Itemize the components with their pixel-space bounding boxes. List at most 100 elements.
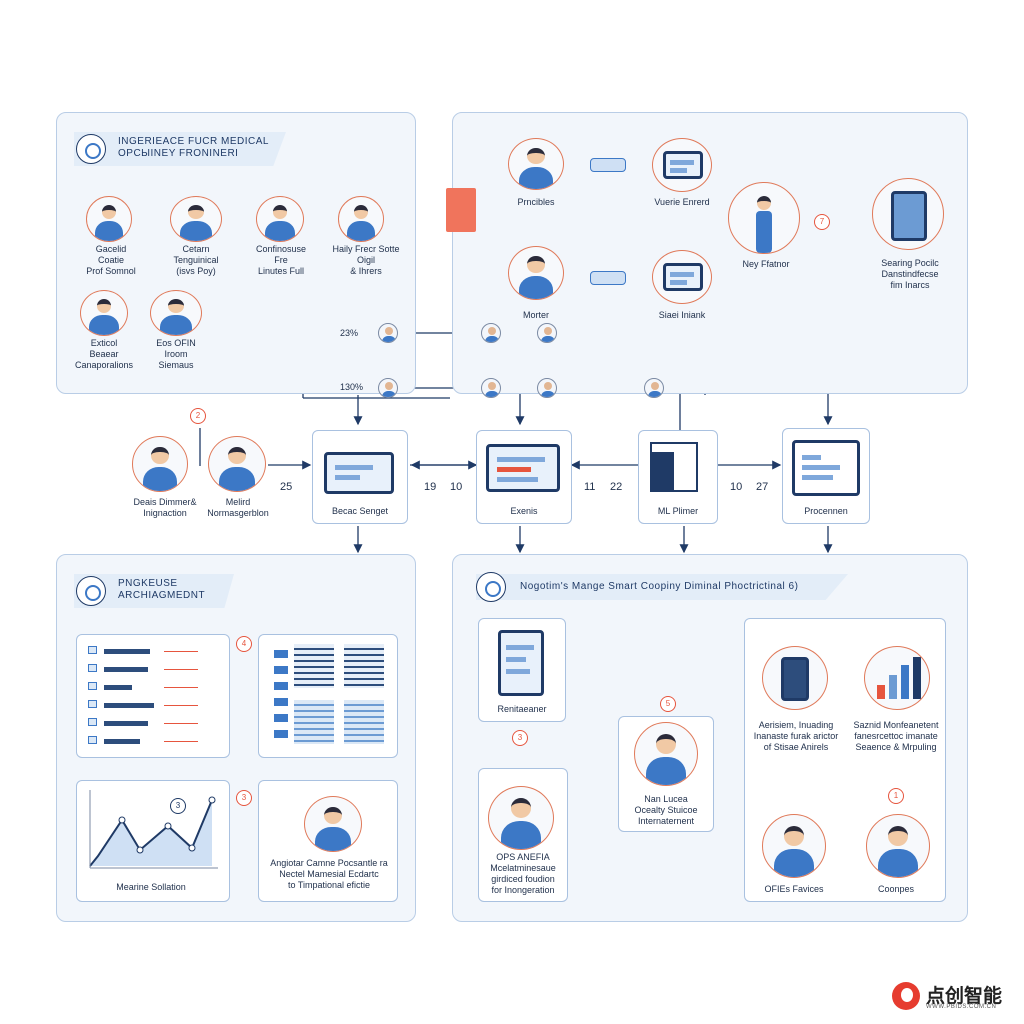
connector-node <box>590 271 626 285</box>
screen-icon <box>324 452 394 494</box>
form-row <box>104 739 140 744</box>
person-label: Cetarn Tenguinical (isvs Poy) <box>173 244 219 276</box>
step-number: 25 <box>280 481 293 493</box>
person-icon <box>132 436 188 492</box>
person-icon <box>208 436 266 492</box>
watermark-name: 点创智能 <box>926 986 1003 1007</box>
form-connector <box>164 651 198 652</box>
person-icon <box>634 722 698 786</box>
medical-badge-icon <box>76 134 106 164</box>
person-icon <box>304 796 362 852</box>
person-icon <box>728 182 800 254</box>
avatar-icon <box>481 378 501 398</box>
form-row <box>104 703 154 708</box>
person-label: Eos OFIN Iroom Siemaus <box>156 338 196 370</box>
checklist-column <box>274 646 288 746</box>
node-label: Renitaeaner <box>497 704 547 714</box>
step-number: 19 <box>424 481 437 493</box>
node-label: Becac Senget <box>331 506 389 516</box>
person-icon <box>508 246 564 300</box>
checklist-block <box>344 700 384 744</box>
step-marker: 4 <box>236 636 252 652</box>
node-label: Procennen <box>804 506 848 516</box>
form-field-icon <box>88 736 97 744</box>
watermark-url: WWW.PBIDS.COM.CN <box>926 1004 997 1010</box>
percentage-label: 130% <box>340 382 364 392</box>
step-marker: 7 <box>814 214 830 230</box>
person-label: Ney Ffatnor <box>742 259 790 269</box>
avatar-icon <box>644 378 664 398</box>
device-label: Searing Pocilc Danstindfecse fim Inarcs <box>881 258 939 290</box>
watermark: 点创智能 WWW.PBIDS.COM.CN <box>892 980 1010 1014</box>
smart-company-badge-icon <box>476 572 506 602</box>
step-number: 27 <box>756 481 769 493</box>
device-label: Siaei Iniank <box>658 310 706 320</box>
form-connector <box>164 669 198 670</box>
form-field-icon <box>88 700 97 708</box>
chart-card-label: Mearine Sollation <box>116 882 186 892</box>
step-number: 10 <box>730 481 743 493</box>
person-icon <box>338 196 384 242</box>
person-icon <box>256 196 304 242</box>
device-label: Vuerie Enrerd <box>654 197 710 207</box>
form-field-icon <box>88 718 97 726</box>
form-connector <box>164 741 198 742</box>
person-icon <box>86 196 132 242</box>
form-row <box>104 685 132 690</box>
result-label: Aerisiem, Inuading Inanaste furak aricto… <box>753 720 839 752</box>
panel-title-medical: INGERIEACE FUCR MEDICAL OPCЫINEY FRONINE… <box>74 132 286 166</box>
step-number: 22 <box>610 481 623 493</box>
screen-icon <box>486 444 560 492</box>
form-connector <box>164 705 198 706</box>
person-label: OFIEs Favices <box>764 884 824 894</box>
avatar-icon <box>481 323 501 343</box>
form-field-icon <box>88 664 97 672</box>
form-row <box>104 667 148 672</box>
progress-icon <box>378 378 398 398</box>
management-badge-icon <box>76 576 106 606</box>
person-icon <box>170 196 222 242</box>
person-label: Melird Normasgerblon <box>207 497 269 518</box>
checklist-block <box>344 644 384 688</box>
step-marker: 3 <box>170 798 186 814</box>
person-icon <box>762 814 826 878</box>
person-label: Confinosuse Fre Linutes Full <box>255 244 307 276</box>
person-label: Haily Frecr Sotte Oigil & Ihrers <box>332 244 400 276</box>
checklist-block <box>294 700 334 744</box>
device-monitor-icon <box>652 138 712 192</box>
progress-icon <box>378 323 398 343</box>
node-label: Exenis <box>510 506 538 516</box>
person-label: Gacelid Coatie Prof Somnol <box>86 244 136 276</box>
person-label: Deais Dimmer& Inignaction <box>133 497 197 518</box>
server-icon <box>762 646 828 710</box>
device-station-icon <box>872 178 944 250</box>
tablet-icon <box>498 630 544 696</box>
person-label: Nan Lucea Ocealty Stuicoe Internaternent <box>634 794 698 826</box>
step-number: 11 <box>584 481 596 493</box>
percentage-label: 23% <box>340 328 359 338</box>
checklist-block <box>294 644 334 688</box>
person-label: Morter <box>522 310 549 320</box>
node-label: ML Plimer <box>657 506 699 516</box>
line-chart-icon <box>89 790 218 869</box>
person-label: OPS ANEFIA Mcelatminesaue girdiced foudi… <box>490 852 556 895</box>
panel-title-smart-company: Nogotim's Mange Smart Coopiny Diminal Ph… <box>476 574 848 600</box>
screen-icon <box>792 440 860 496</box>
person-icon <box>508 138 564 190</box>
avatar-icon <box>537 378 557 398</box>
form-field-icon <box>88 646 97 654</box>
person-label: Angiotar Camne Pocsantle ra Nectel Mames… <box>270 858 388 890</box>
step-marker: 5 <box>660 696 676 712</box>
form-field-icon <box>88 682 97 690</box>
result-label: Saznid Monfeanetent fanesrcettoc imanate… <box>853 720 939 752</box>
document-icon <box>650 442 698 492</box>
avatar-icon <box>537 323 557 343</box>
form-connector <box>164 723 198 724</box>
person-label: Exticol Beaear Canaporalions <box>74 338 134 370</box>
form-row <box>104 649 150 654</box>
step-marker: 3 <box>512 730 528 746</box>
form-row <box>104 721 148 726</box>
step-number: 10 <box>450 481 463 493</box>
bar-chart-icon <box>864 646 930 710</box>
person-icon <box>80 290 128 336</box>
